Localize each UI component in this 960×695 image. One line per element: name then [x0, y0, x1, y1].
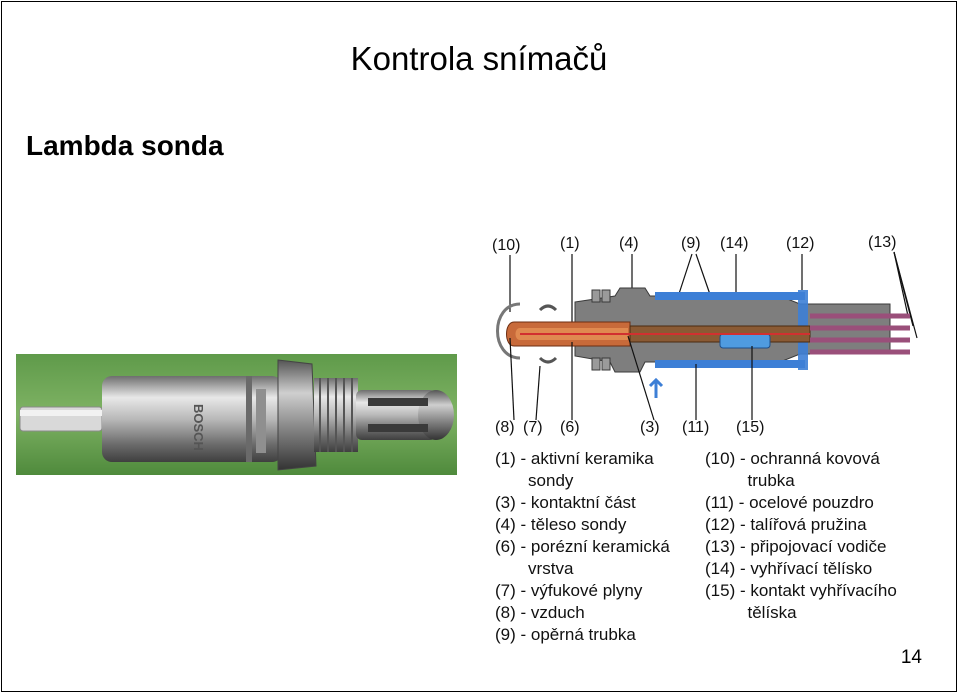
lambda-sensor-photo: BOSCH — [16, 354, 457, 475]
callout-1: (1) — [560, 235, 580, 252]
callout-8: (8) — [495, 419, 515, 436]
callout-10-top: (10) — [492, 237, 520, 254]
callout-15: (15) — [736, 419, 764, 436]
legend-entry: (3) - kontaktní část — [495, 493, 636, 512]
callout-4: (4) — [619, 235, 639, 252]
legend-right: (10) - ochranná kovová trubka (11) - oce… — [705, 448, 940, 624]
callout-9: (9) — [681, 235, 701, 252]
legend-left: (1) - aktivní keramika sondy (3) - konta… — [495, 448, 710, 646]
callout-11: (11) — [682, 419, 709, 436]
legend-entry: (9) - opěrná trubka — [495, 625, 636, 644]
page-number: 14 — [900, 647, 922, 668]
legend-entry: (10) - ochranná kovová — [705, 449, 880, 468]
lambda-sensor-cross-section: (10) (1) (4) (9) (14) (12) (13) — [492, 234, 918, 436]
callout-7: (7) — [523, 419, 543, 436]
legend-entry: (13) - připojovací vodiče — [705, 537, 887, 556]
callout-3: (3) — [640, 419, 660, 436]
callout-12: (12) — [786, 235, 814, 252]
callout-13: (13) — [868, 234, 896, 251]
legend-entry: (15) - kontakt vyhřívacího — [705, 581, 897, 600]
legend-entry: (4) - těleso sondy — [495, 515, 627, 534]
legend-entry: (6) - porézní keramická — [495, 537, 670, 556]
legend-entry: (14) - vyhřívací tělísko — [705, 559, 873, 578]
legend-entry: trubka — [705, 471, 795, 490]
legend-entry: (12) - talířová pružina — [705, 515, 867, 534]
legend-entry: (11) - ocelové pouzdro — [705, 493, 874, 512]
brand-text: BOSCH — [191, 404, 206, 451]
legend-entry: (7) - výfukové plyny — [495, 581, 643, 600]
legend-entry: (8) - vzduch — [495, 603, 585, 622]
callout-6: (6) — [560, 419, 580, 436]
legend-entry: tělíska — [705, 603, 797, 622]
legend-entry: sondy — [495, 471, 574, 490]
legend-entry: vrstva — [495, 559, 574, 578]
callout-14: (14) — [720, 235, 748, 252]
legend-entry: (1) - aktivní keramika — [495, 449, 654, 468]
slide-title: Kontrola snímačů — [350, 40, 608, 77]
slide-subtitle: Lambda sonda — [26, 130, 224, 161]
